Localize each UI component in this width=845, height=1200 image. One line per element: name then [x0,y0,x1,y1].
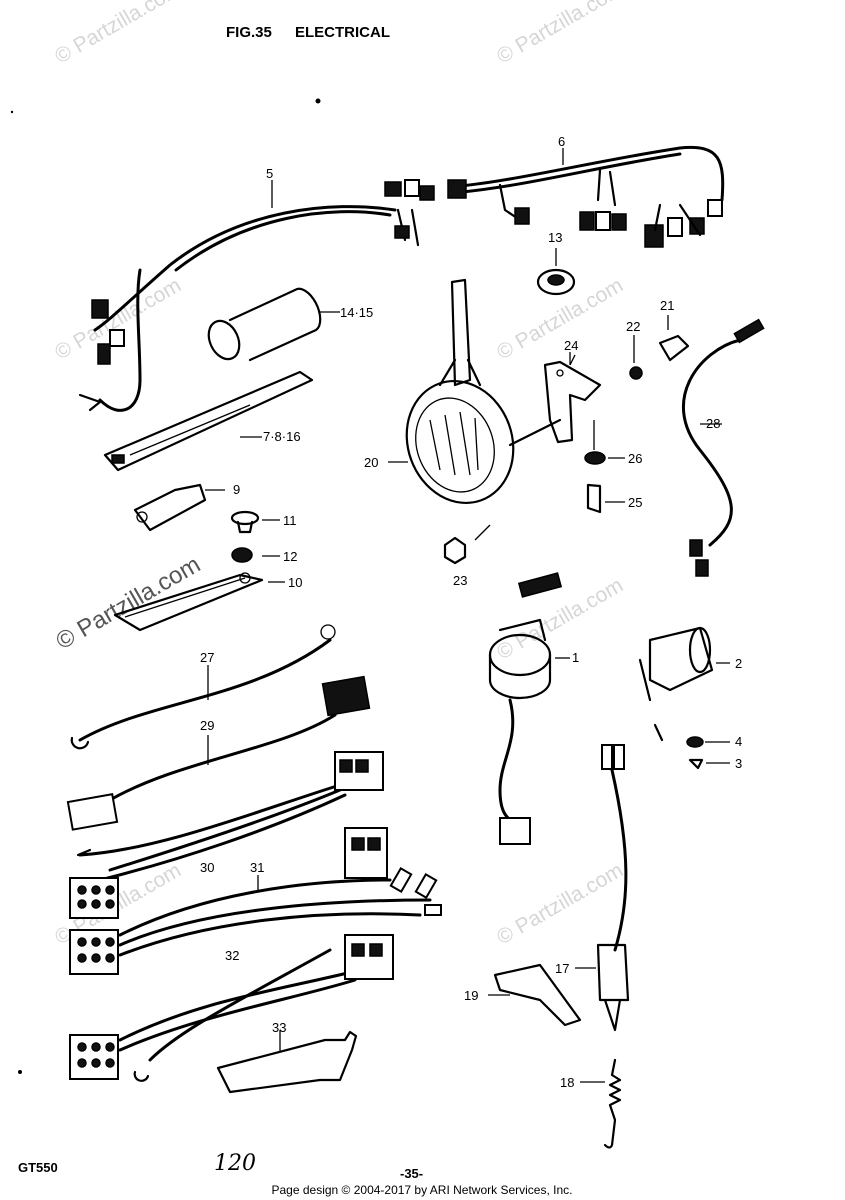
clamp-part-9 [133,483,225,532]
callout-23: 23 [453,573,467,588]
grommet-part-13 [536,248,576,296]
callout-7-8-16: 7·8·16 [263,429,301,444]
figure-title: ELECTRICAL [295,24,390,41]
callouts: 1 2 3 4 5 6 7·8·16 9 10 11 12 13 14·15 1… [200,134,742,1090]
bracket-part-19 [488,963,582,1027]
callout-4: 4 [735,734,742,749]
stop-switch-part-17 [575,744,630,1032]
horn-part-20 [388,278,562,541]
callout-9: 9 [233,482,240,497]
callout-18: 18 [560,1075,574,1090]
wiring-harness-part-5 [78,179,435,412]
callout-12: 12 [283,549,297,564]
bracket-part-24 [543,354,602,444]
steering-lock-parts-2-4 [638,626,730,770]
callout-32: 32 [225,948,239,963]
callout-26: 26 [628,451,642,466]
callout-21: 21 [660,298,674,313]
watermark: © Partzilla.com [493,0,627,68]
figure-label: FIG.35 [226,24,272,41]
page-number: -35- [400,1166,423,1181]
callout-31: 31 [250,860,264,875]
callout-13: 13 [548,230,562,245]
wire-part-27 [70,624,336,750]
spring-part-18 [580,1058,622,1149]
wire-part-28 [681,318,765,577]
harness-part-32 [69,934,394,1082]
callout-22: 22 [626,319,640,334]
callout-11: 11 [283,513,297,528]
callout-20: 20 [364,455,378,470]
callout-27: 27 [200,650,214,665]
callout-2: 2 [735,656,742,671]
fasteners-parts-21-22-25-26 [584,315,690,514]
watermark: © Partzilla.com [51,0,185,68]
callout-30: 30 [200,860,214,875]
callout-33: 33 [272,1020,286,1035]
ignition-switch-part-1 [488,572,570,845]
copyright-footer: Page design © 2004-2017 by ARI Network S… [271,1183,572,1197]
harness-part-30 [69,751,384,919]
handwritten-number: 120 [214,1151,256,1176]
callout-6: 6 [558,134,565,149]
strap-part-7-8-16 [103,370,314,472]
watermark: © Partzilla.com [493,274,627,365]
watermarks: © Partzilla.com © Partzilla.com © Partzi… [51,0,627,949]
cable-part-29 [66,675,371,831]
callout-19: 19 [464,988,478,1003]
callout-3: 3 [735,756,742,771]
model-code: GT550 [18,1160,58,1175]
callout-14-15: 14·15 [340,305,373,320]
callout-29: 29 [200,718,214,733]
screw-washer-plate-parts-10-12 [113,510,285,632]
harness-part-31 [69,827,442,975]
cylinder-part-14-15 [207,287,340,362]
callout-28: 28 [706,416,720,431]
watermark: © Partzilla.com [493,859,627,950]
callout-25: 25 [628,495,642,510]
callout-10: 10 [288,575,302,590]
wiring-harness-part-6 [447,145,725,248]
bracket-part-33 [216,1030,358,1094]
callout-24: 24 [564,338,578,353]
callout-1: 1 [572,650,579,665]
watermark: © Partzilla.com [51,274,185,365]
watermark: © Partzilla.com [52,551,206,655]
nut-part-23 [443,536,467,565]
callout-5: 5 [266,166,273,181]
callout-17: 17 [555,961,569,976]
